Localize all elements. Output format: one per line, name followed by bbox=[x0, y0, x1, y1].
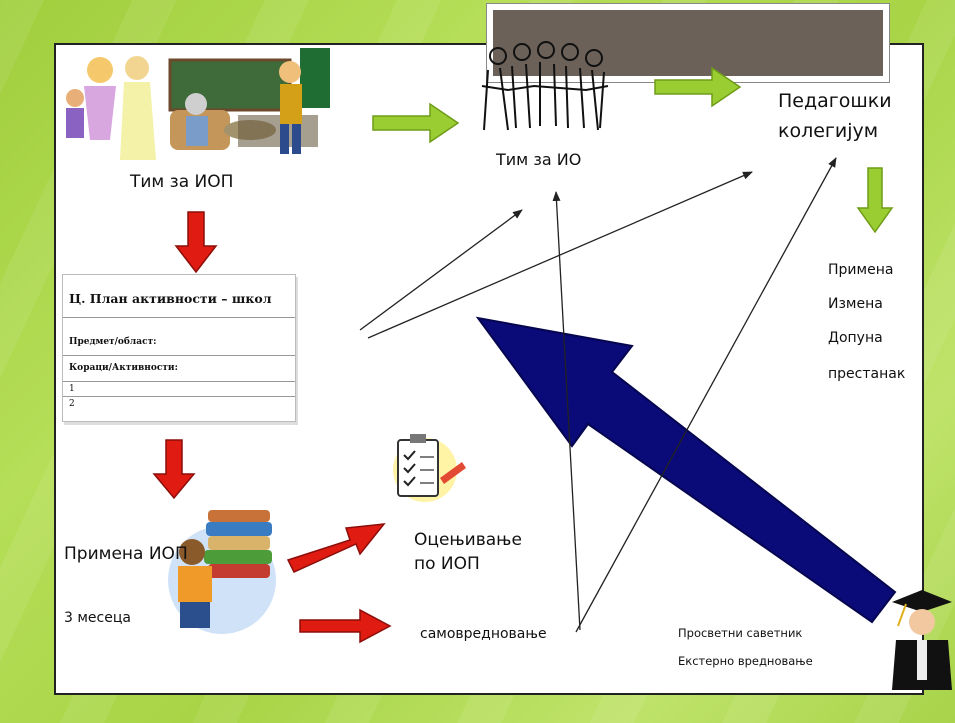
document-subject-row: Предмет/област: bbox=[69, 337, 157, 347]
document-rule bbox=[63, 396, 295, 397]
node-advisor: Просветни саветник bbox=[678, 626, 803, 640]
outcome-item: престанак bbox=[828, 366, 906, 382]
document-title: Ц. План активности – школ bbox=[69, 291, 272, 306]
thin-arrows bbox=[359, 157, 837, 633]
node-external-evaluation: Екстерно вредновање bbox=[678, 654, 813, 668]
red-arrow-to-assessment bbox=[286, 523, 386, 573]
outcome-item: Допуна bbox=[828, 330, 883, 346]
arrow-plan-to-io-team bbox=[359, 209, 523, 331]
clipboard-checklist-icon bbox=[393, 434, 466, 502]
node-assessment: Оцењивање по ИОП bbox=[414, 530, 522, 574]
node-iop-team: Тим за ИОП bbox=[130, 172, 234, 192]
red-arrow-to-self-evaluation bbox=[299, 608, 392, 644]
document-steps-row: Кораци/Активности: bbox=[69, 363, 178, 373]
arrow-self-eval-to-io-team bbox=[552, 191, 581, 631]
arrow-self-eval-to-collegium bbox=[575, 157, 837, 633]
plan-activities-document: Ц. План активности – школ Предмет/област… bbox=[62, 274, 296, 422]
green-arrows bbox=[372, 66, 894, 234]
document-step-2: 2 bbox=[69, 399, 75, 409]
node-pedagogical-collegium: Педагошки колегијум bbox=[778, 90, 892, 142]
red-arrow-down-to-apply bbox=[152, 439, 196, 500]
outcome-item: Измена bbox=[828, 296, 883, 312]
graduate-cap-clipart bbox=[892, 590, 952, 690]
red-arrow-down-to-plan bbox=[174, 211, 218, 274]
node-three-months: 3 месеца bbox=[64, 610, 131, 626]
document-rule bbox=[63, 381, 295, 382]
node-self-evaluation: самовредновање bbox=[420, 626, 547, 642]
blue-arrow-external-feedback bbox=[475, 316, 897, 624]
document-rule bbox=[63, 317, 295, 318]
node-apply-iop: Примена ИОП bbox=[64, 544, 188, 564]
document-step-1: 1 bbox=[69, 384, 75, 394]
green-arrow-down-to-outcomes bbox=[856, 167, 894, 234]
node-io-team: Тим за ИО bbox=[496, 150, 582, 169]
crowd-people-icon bbox=[481, 41, 609, 131]
document-rule bbox=[63, 355, 295, 356]
red-arrows bbox=[152, 211, 392, 644]
green-arrow-to-collegium bbox=[654, 66, 742, 108]
outcome-item: Примена bbox=[828, 262, 894, 278]
student-books-clipart bbox=[168, 510, 276, 634]
teachers-clipart bbox=[66, 48, 330, 160]
green-arrow-to-io-team bbox=[372, 102, 460, 144]
